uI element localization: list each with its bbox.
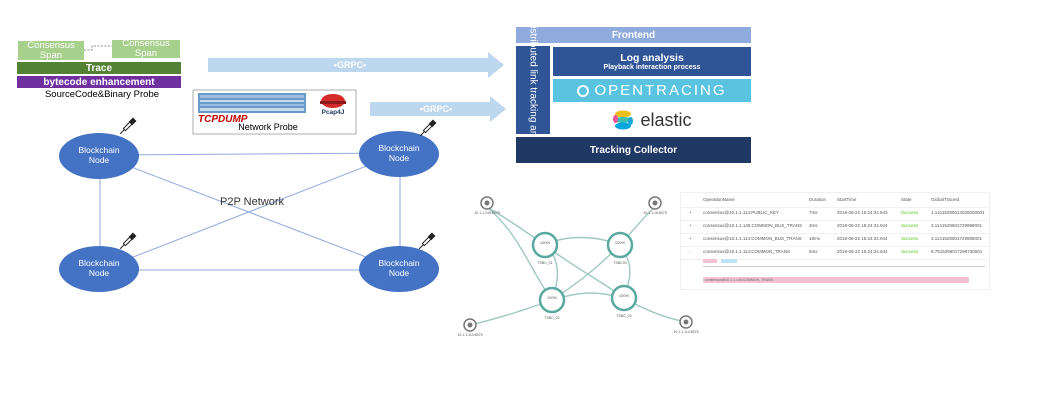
legend-swatch	[721, 259, 737, 263]
edge-diagonal-1	[99, 154, 401, 271]
trace-bar: Trace	[17, 62, 181, 74]
svg-text:TCPDUMP: TCPDUMP	[198, 114, 248, 125]
edge-top	[99, 152, 401, 156]
bytecode-enhancement-bar: bytecode enhancement	[17, 76, 181, 88]
svg-text:100%: 100%	[547, 295, 558, 300]
topology-edges	[469, 206, 687, 326]
tracking-collector-box: Tracking Collector	[516, 137, 751, 163]
timeline-axis	[703, 266, 985, 267]
legend-swatch	[703, 259, 717, 263]
tcpdump-logo: TCPDUMP	[198, 93, 306, 125]
svg-text:100%: 100%	[619, 293, 630, 298]
pcap4j-logo: Pcap4J	[320, 94, 346, 116]
network-probe-box: TCPDUMP Pcap4J Network Probe	[192, 89, 357, 135]
span-bar[interactable]: consensus@10.1.1.145:COMMON_TRANS	[703, 277, 969, 283]
distributed-link-tracking-box: Distributed link tracking analysis	[516, 19, 550, 161]
grpc-label: •GRPC•	[334, 60, 366, 70]
frontend-box: Frontend	[516, 27, 751, 43]
probe-pipette-icon	[418, 232, 436, 250]
table-row[interactable]: + consensus@10.1.1.145:COMMON_BUS_TRANS …	[681, 219, 989, 234]
log-analysis-box: Log analysis Playback interaction proces…	[553, 47, 751, 76]
log-analysis-title: Log analysis	[620, 52, 684, 64]
svg-text:TSBC_01: TSBC_01	[537, 261, 552, 265]
network-probe-label: Network Probe	[238, 122, 298, 132]
consensus-span-left: Consensus Span	[18, 40, 84, 60]
edge-diagonal-2	[99, 152, 401, 271]
svg-text:TSBC03: TSBC03	[613, 261, 626, 265]
topology-service: 100% TSBC_01	[531, 231, 559, 265]
distributed-link-label: Distributed link tracking analysis	[527, 18, 539, 162]
service-topology-graph: 10.1.1.245:8375 10.1.1.16:8375 10.1.1.11…	[457, 196, 699, 337]
p2p-network-label: P2P Network	[220, 196, 284, 208]
probe-pipette-icon	[119, 232, 137, 250]
topology-service: 100% TSBC_02	[538, 286, 566, 320]
table-row[interactable]: + consensus@10.1.1.114:COMMON_BUS_TRANS …	[681, 232, 989, 247]
probe-pipette-icon	[119, 117, 137, 135]
topology-host: 10.1.1.114:8375	[673, 315, 699, 334]
trace-table-panel: OperationName Duration StartTime State G…	[680, 192, 990, 290]
elastic-icon	[613, 110, 634, 130]
source-binary-probe-label: SourceCode&Binary Probe	[17, 88, 187, 100]
consensus-span-right: Consensus Span	[112, 39, 180, 59]
opentracing-logo-box: OPENTRACING	[553, 79, 751, 102]
svg-text:10.1.1.114:8375: 10.1.1.114:8375	[673, 330, 698, 334]
topology-service: 100% TSBC03	[606, 231, 634, 265]
topology-host: 10.1.1.114:8375	[457, 318, 483, 337]
svg-text:TSBC_02: TSBC_02	[544, 316, 559, 320]
node-label-line1: Blockchain	[78, 145, 119, 155]
table-row[interactable]: + consensus@10.1.1.114:PUBLIC_KEY 7ms 20…	[681, 206, 989, 221]
svg-text:Pcap4J: Pcap4J	[322, 109, 345, 116]
svg-text:10.1.1.114:8375: 10.1.1.114:8375	[457, 333, 482, 337]
svg-text:10.1.1.245:8375: 10.1.1.245:8375	[474, 211, 499, 215]
svg-text:100%: 100%	[615, 240, 626, 245]
grpc-label: •GRPC•	[420, 104, 452, 114]
svg-text:TSBC_02: TSBC_02	[616, 314, 631, 318]
elastic-label: elastic	[640, 109, 692, 130]
topology-host: 10.1.1.245:8375	[474, 196, 500, 215]
opentracing-label: OPENTRACING	[594, 82, 727, 99]
table-row[interactable]: - consensus@10.1.1.114:COMMON_TRANS 5ms …	[681, 245, 989, 260]
topology-service: 100% TSBC_02	[610, 284, 638, 318]
elastic-logo-box: elastic	[553, 104, 751, 136]
opentracing-icon	[577, 84, 590, 97]
svg-text:10.1.1.16:8375: 10.1.1.16:8375	[643, 211, 666, 215]
topology-host: 10.1.1.16:8375	[643, 196, 667, 215]
svg-text:100%: 100%	[540, 240, 551, 245]
consensus-connector	[84, 45, 112, 51]
p2p-edges	[99, 152, 401, 271]
grpc-arrow-bottom: •GRPC•	[370, 96, 506, 122]
node-label-line2: Node	[89, 155, 110, 165]
grpc-arrow-top: •GRPC•	[208, 52, 504, 78]
table-header: OperationName Duration StartTime State G…	[681, 193, 989, 208]
log-analysis-subtitle: Playback interaction process	[603, 64, 701, 71]
probe-pipette-icon	[419, 119, 437, 137]
